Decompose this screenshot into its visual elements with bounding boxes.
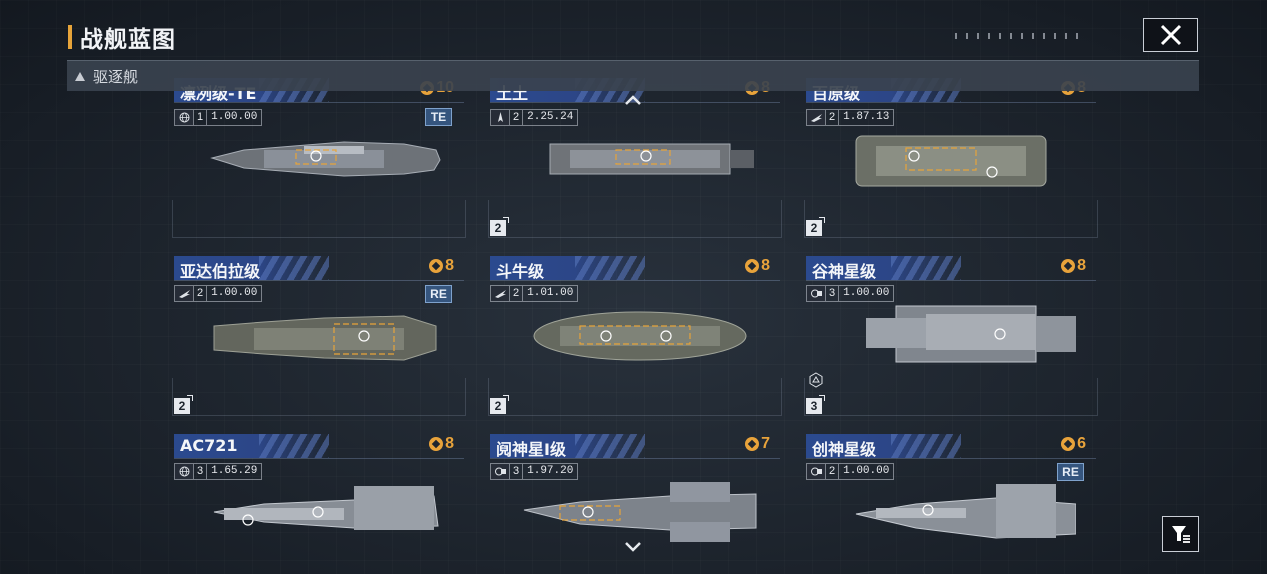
hexagon-icon: [809, 372, 823, 388]
cost-icon: [1061, 437, 1076, 451]
cost-icon: [1061, 259, 1076, 273]
ship-name: 亚达伯拉级: [180, 262, 261, 281]
ship-image: [855, 484, 1076, 539]
decorative-ticks: [955, 33, 1085, 39]
ship-card[interactable]: 斗牛级 8 2 1.01.00 2: [488, 256, 782, 418]
tier-badge: 2: [174, 395, 193, 414]
tier-badge: 2: [490, 217, 509, 236]
ship-card[interactable]: 阋神星Ⅰ级 7 3 1.97.20: [490, 434, 780, 574]
title-accent-bar: [68, 25, 72, 49]
drone-icon: [807, 464, 825, 479]
cost: 8: [429, 435, 454, 453]
chevron-up-icon[interactable]: [624, 94, 642, 106]
ship-name: 阋神星Ⅰ级: [496, 440, 566, 459]
stat-row: 3 1.97.20: [490, 463, 579, 480]
ship-image: [866, 305, 1076, 363]
ship-card[interactable]: 谷神星级 8 3 1.00.00 3: [804, 256, 1098, 418]
page-title: 战舰蓝图: [68, 20, 176, 54]
ship-image: [213, 315, 437, 361]
stat-row: 3 1.00.00: [806, 285, 895, 302]
stat-row: 1 1.00.00: [174, 109, 263, 126]
ship-image: [855, 135, 1047, 187]
stat-row: 2 1.87.13: [806, 109, 895, 126]
wing-icon: [807, 110, 825, 125]
tier-badge: 3: [806, 395, 825, 414]
drone-icon: [807, 286, 825, 301]
variant-badge: RE: [425, 285, 452, 303]
ship-image: [210, 141, 441, 177]
globe-icon: [175, 464, 193, 479]
ship-card[interactable]: AC721 8 3 1.65.29: [174, 434, 464, 574]
globe-icon: [175, 110, 193, 125]
ship-image: [523, 482, 757, 542]
ship-image: [533, 311, 747, 361]
ship-name: 斗牛级: [496, 262, 545, 281]
ship-type-filter[interactable]: 驱逐舰: [67, 60, 1199, 91]
drone-icon: [491, 464, 509, 479]
ship-image: [213, 486, 439, 530]
chevron-down-icon[interactable]: [624, 541, 642, 553]
ship-name: AC721: [180, 436, 238, 455]
ship-name: 谷神星级: [812, 262, 877, 281]
stat-row: 2 1.00.00: [174, 285, 263, 302]
close-icon: [1160, 24, 1181, 46]
ship-card[interactable]: 亚达伯拉级 8 2 1.00.00 RE 2: [172, 256, 466, 418]
tier-badge: 2: [490, 395, 509, 414]
ship-card[interactable]: 凛冽级-TE 10 1 1.00.00 TE: [172, 78, 466, 240]
missile-icon: [491, 110, 509, 125]
cost-icon: [429, 437, 444, 451]
page-title-text: 战舰蓝图: [80, 27, 176, 53]
close-button[interactable]: [1143, 18, 1198, 52]
ship-image: [549, 143, 754, 175]
cost: 8: [1061, 257, 1086, 275]
cost: 8: [429, 257, 454, 275]
tier-badge: 2: [806, 217, 825, 236]
stat-row: 2 1.00.00: [806, 463, 895, 480]
triangle-up-icon: [75, 71, 85, 81]
cost: 7: [745, 435, 770, 453]
cost-icon: [745, 259, 760, 273]
cost-icon: [429, 259, 444, 273]
filter-label: 驱逐舰: [93, 67, 139, 86]
stat-row: 3 1.65.29: [174, 463, 263, 480]
sort-filter-button[interactable]: [1162, 516, 1199, 552]
ship-card[interactable]: 创神星级 6 2 1.00.00 RE: [806, 434, 1096, 574]
ship-card[interactable]: 百原级 8 2 1.87.13 2: [804, 78, 1098, 240]
cost-icon: [745, 437, 760, 451]
variant-badge: TE: [425, 108, 452, 126]
stat-row: 2 1.01.00: [490, 285, 579, 302]
filter-sort-icon: [1171, 526, 1190, 543]
wing-icon: [491, 286, 509, 301]
variant-badge: RE: [1057, 463, 1084, 481]
cost: 6: [1061, 435, 1086, 453]
cost: 8: [745, 257, 770, 275]
stat-row: 2 2.25.24: [490, 109, 579, 126]
wing-icon: [175, 286, 193, 301]
ship-name: 创神星级: [812, 440, 877, 459]
